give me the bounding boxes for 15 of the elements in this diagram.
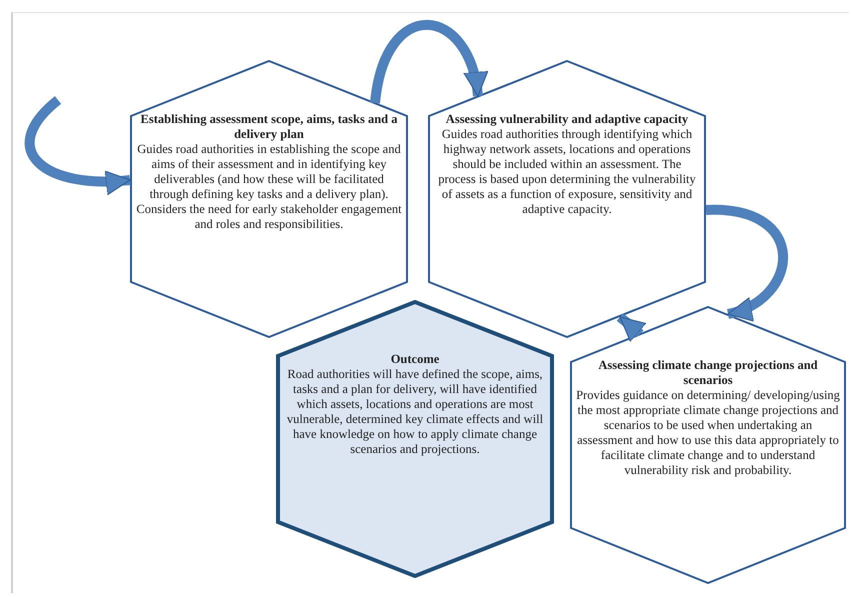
hexagon-description: Road authorities will have defined the scope, aims, tasks and a plan for delivery, will have identified which assets, locations and operations are most vulnerable, determined key climate effects and will have knowledge on how to apply climate change scenarios and projections. [286, 367, 544, 457]
curved-arrow [370, 20, 486, 104]
curved-arrow [706, 205, 788, 319]
hexagon-heading: Assessing vulnerability and adaptive capacity [444, 112, 690, 127]
hexagon-heading: Outcome [390, 352, 440, 367]
hexagon-heading: Assessing climate change projections and scenarios [597, 358, 819, 388]
process-hexagon [570, 306, 846, 584]
process-hexagon [428, 60, 706, 338]
hexagon-heading: Establishing assessment scope, aims, tasks and a delivery plan [140, 112, 398, 142]
hexagon-description: Guides road authorities through identifying which highway network assets, locations and operations should be included within an assessment. The process is based upon determining the vulnerability of assets as a function of exposure, sensitivity and adaptive capacity. [437, 127, 697, 217]
hexagon-description: Provides guidance on determining/ developing/using the most appropriate climate change projections and scenarios to be used when undertaking an assessment and how to use this data appropriately to facilitate climate change and to understand vulnerability risk and probability. [576, 388, 840, 478]
curved-arrow [24, 96, 130, 194]
outcome-hexagon [276, 300, 554, 578]
hexagon-description: Guides road authorities in establishing the scope and aims of their assessment and in identifying key deliverables (and how these will be facilitated through defining key tasks and a delivery plan). Considers the need for early stakeholder engagement and roles and responsibilities. [136, 142, 402, 232]
process-hexagon [130, 60, 408, 338]
